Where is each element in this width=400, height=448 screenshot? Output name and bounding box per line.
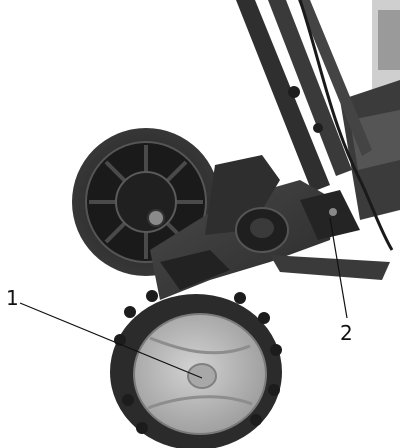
leader-line-2	[329, 217, 348, 319]
handle-tubes	[236, 0, 394, 251]
callout-label-1: 1	[6, 286, 19, 310]
callout-leaders	[19, 217, 348, 379]
wheel-frame	[150, 155, 390, 300]
callout-label-2: 2	[340, 321, 353, 345]
front-wheel	[110, 290, 282, 448]
leader-line-1	[19, 302, 203, 379]
